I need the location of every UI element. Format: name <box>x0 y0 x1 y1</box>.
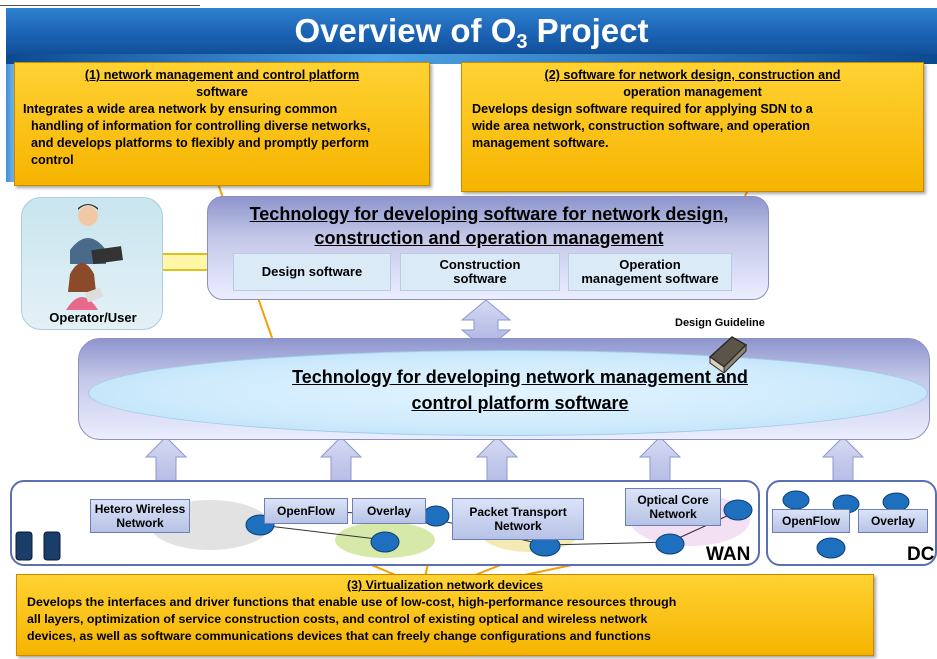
callout1-heading: (1) network management and control platf… <box>84 68 360 82</box>
callout1-line-2: handling of information for controlling … <box>31 119 371 133</box>
wan-overlay-box: Overlay <box>352 498 426 524</box>
platform-title-2: control platform software <box>411 393 629 413</box>
dc-overlay-box: Overlay <box>858 509 928 533</box>
title-bar <box>6 8 937 54</box>
callout3-line-3: devices, as well as software communicati… <box>27 629 651 643</box>
smartphone-icons <box>15 531 61 561</box>
design-software-box: Design software <box>233 253 391 291</box>
callout-platform-software: (1) network management and control platf… <box>14 62 430 186</box>
wan-openflow-box: OpenFlow <box>264 498 348 524</box>
callout1-line-4: control <box>31 153 74 167</box>
callout1-line-3: and develops platforms to flexibly and p… <box>31 136 369 150</box>
callout3-line-1: Develops the interfaces and driver funct… <box>27 595 677 609</box>
optical-core-network-box: Optical Core Network <box>625 488 721 526</box>
dc-graphics <box>782 490 910 559</box>
callout1-line-1: Integrates a wide area network by ensuri… <box>23 102 338 116</box>
platform-title-1: Technology for developing network manage… <box>292 367 748 387</box>
book-icon <box>708 336 748 373</box>
hetero-wireless-network-box: Hetero Wireless Network <box>90 499 190 533</box>
corner-rule <box>0 0 200 6</box>
callout-virtualization-devices: (3) Virtualization network devices Devel… <box>16 574 874 656</box>
construction-software-box: Construction software <box>400 253 560 291</box>
operator-user-icon <box>66 204 123 310</box>
packet-transport-network-box: Packet Transport Network <box>452 498 584 540</box>
callout2-heading-2: operation management <box>623 85 762 99</box>
design-panel-title-1: Technology for developing software for n… <box>249 204 729 224</box>
callout1-heading-2: software <box>196 85 248 99</box>
platform-ellipse <box>88 350 928 436</box>
operator-label: Operator/User <box>49 310 137 325</box>
operator-panel: Operator/User <box>21 197 163 330</box>
callout3-heading: (3) Virtualization network devices <box>346 578 543 592</box>
callout2-line-1: Develops design software required for ap… <box>472 102 813 116</box>
wan-label: WAN <box>706 544 751 565</box>
callout2-line-3: management software. <box>472 136 609 150</box>
operation-software-box: Operation management software <box>568 253 732 291</box>
design-technology-panel: Technology for developing software for n… <box>207 196 769 300</box>
design-panel-title-2: construction and operation management <box>314 228 664 248</box>
dc-routers <box>782 490 910 559</box>
title-band <box>6 54 937 64</box>
design-guideline-label: Design Guideline <box>675 317 765 329</box>
callout-design-software: (2) software for network design, constru… <box>461 62 924 192</box>
callout2-heading: (2) software for network design, constru… <box>544 68 841 82</box>
callout3-line-2: all layers, optimization of service cons… <box>27 612 648 626</box>
dc-openflow-box: OpenFlow <box>772 509 850 533</box>
callout2-line-2: wide area network, construction software… <box>472 119 810 133</box>
page-title: Overview of O3 Project <box>294 12 649 53</box>
dc-label: DC <box>907 544 935 565</box>
